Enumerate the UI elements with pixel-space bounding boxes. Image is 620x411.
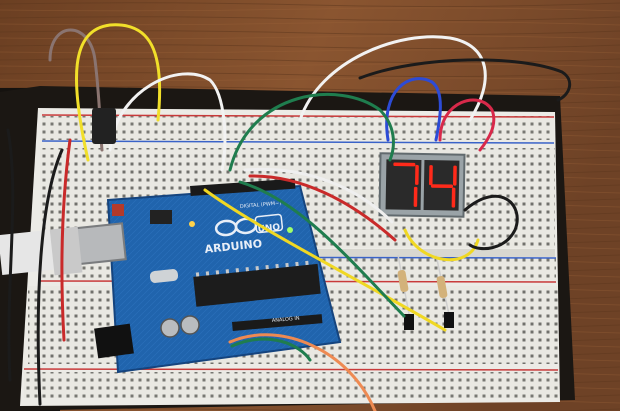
wire-white-long <box>243 167 394 224</box>
tx-led <box>189 221 195 227</box>
power-rail-bottom <box>23 368 559 398</box>
button-component <box>92 108 116 144</box>
wire-orange-bottom <box>228 333 377 411</box>
transistor-1 <box>404 314 414 330</box>
wire-black-top <box>358 58 572 102</box>
wire-green-arc <box>228 92 395 172</box>
wire-red-top <box>438 98 496 152</box>
dc-jack-icon <box>94 323 134 359</box>
wire-yellow-top <box>75 23 162 162</box>
segment-b <box>453 165 457 186</box>
capacitor-1 <box>160 318 180 338</box>
atmega-chip <box>193 263 321 307</box>
wire-white-left <box>108 72 227 172</box>
digit-right-segments <box>429 165 457 208</box>
reset-button <box>112 204 124 216</box>
segment-c <box>451 187 456 208</box>
wire-red-left <box>60 138 72 342</box>
wire-black-right <box>463 194 519 251</box>
jumper-wires <box>6 23 572 411</box>
wire-green-long <box>238 180 406 318</box>
analog-label: ANALOG IN <box>272 316 300 324</box>
wire-green-bottom <box>230 337 312 362</box>
segment-g <box>430 184 453 189</box>
arduino-logo <box>214 213 284 237</box>
wire-white-top <box>298 35 487 122</box>
wire-red-long <box>248 174 397 242</box>
wire-black-left <box>36 148 64 406</box>
seven-segment-display: 7 4 <box>378 152 466 218</box>
crystal <box>149 269 179 283</box>
segment-a <box>393 162 416 167</box>
analog-header <box>232 314 323 331</box>
wire-blue-top <box>385 77 442 142</box>
usb-icon <box>0 226 83 276</box>
digit-left-segments <box>393 162 419 207</box>
digital-label: DIGITAL (PWM~) <box>240 200 282 210</box>
capacitor-2 <box>180 315 200 335</box>
segment-f <box>429 165 433 186</box>
brand-text: ARDUINO <box>204 237 263 256</box>
segment-c <box>413 186 418 207</box>
wire-yellow-long <box>203 188 447 332</box>
transistor-2 <box>444 312 454 328</box>
arduino-uno-board: ARDUINO UNO DIGITAL (PWM~) ANALOG IN <box>69 178 342 374</box>
icsp-header <box>150 210 172 224</box>
wire-black-left-edge <box>6 128 15 382</box>
digital-header <box>190 178 296 196</box>
segment-b <box>415 164 419 185</box>
power-led <box>287 227 293 233</box>
